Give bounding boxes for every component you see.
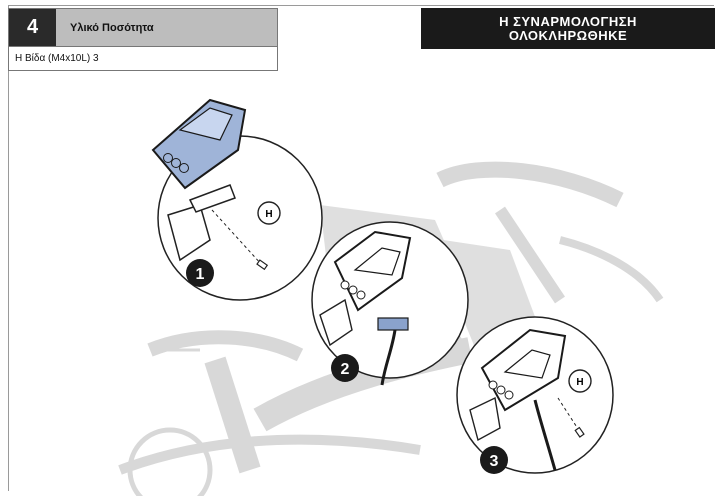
callout-h-3-label: H xyxy=(576,377,583,388)
callout-1 xyxy=(186,259,214,287)
console-highlighted xyxy=(151,98,247,190)
detail-circle-3: H 3 xyxy=(456,316,614,474)
callout-1-label: 1 xyxy=(196,266,205,283)
completion-banner: Η ΣΥΝΑΡΜΟΛΟΓΗΣΗ ΟΛΟΚΛΗΡΩΘΗΚΕ xyxy=(421,8,715,49)
left-rule xyxy=(8,5,9,491)
step-number: 4 xyxy=(9,9,56,46)
callout-2 xyxy=(331,354,359,382)
top-rule xyxy=(8,5,714,6)
detail-circle-2: 2 xyxy=(311,221,469,386)
banner-line-1: Η ΣΥΝΑΡΜΟΛΟΓΗΣΗ xyxy=(499,13,637,29)
callout-h-1 xyxy=(257,201,281,225)
callout-3-label: 3 xyxy=(490,453,499,470)
step-header: 4 Υλικό Ποσότητα xyxy=(8,8,278,47)
parts-list: Η Βίδα (M4x10L) 3 xyxy=(8,47,278,71)
callout-2-label: 2 xyxy=(341,361,350,378)
banner-line-2: ΟΛΟΚΛΗΡΩΘΗΚΕ xyxy=(508,27,628,43)
callout-h-1-label: H xyxy=(265,209,272,220)
parts-line: Η Βίδα (M4x10L) 3 xyxy=(15,53,99,64)
step-title: Υλικό Ποσότητα xyxy=(56,9,277,46)
callout-3 xyxy=(480,446,508,474)
callout-h-3 xyxy=(568,369,592,393)
